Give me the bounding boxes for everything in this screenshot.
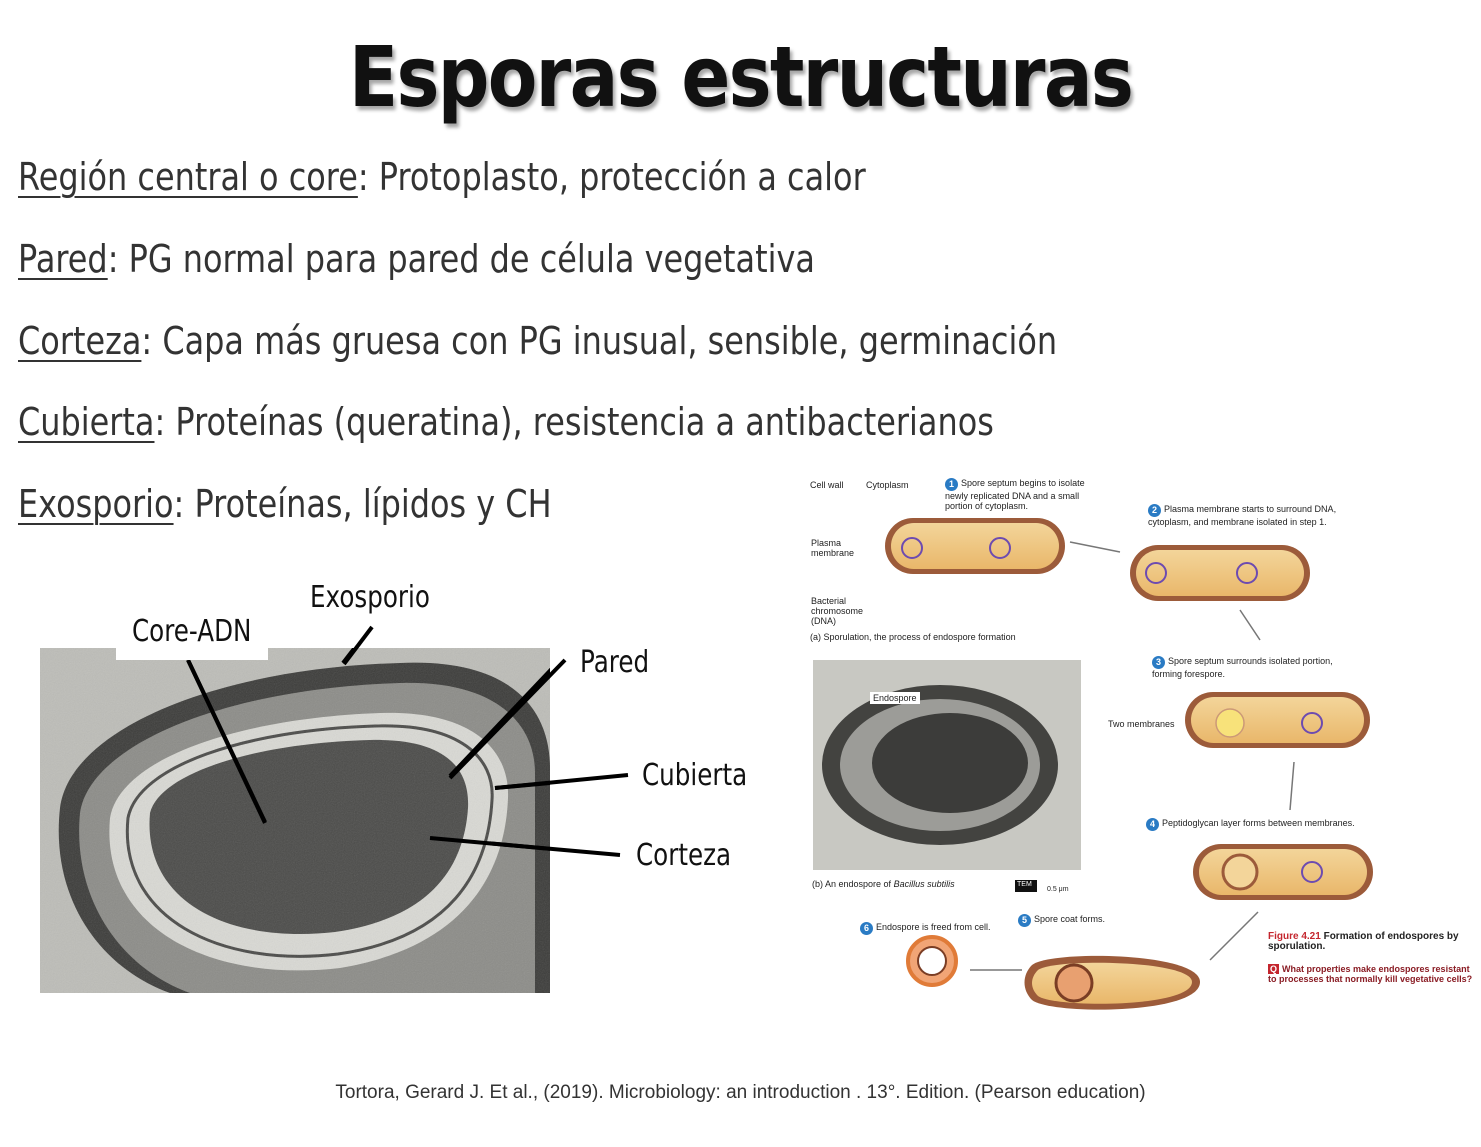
line-core: Región central o core: Protoplasto, prot… (18, 155, 866, 199)
label-pared: Pared (580, 645, 650, 680)
pointer-core-ext (186, 659, 267, 823)
fig-title: Formation of endospores by sporulation. (1268, 931, 1459, 952)
step-1-badge: 1 (945, 478, 958, 491)
slide-title: Esporas estructuras (348, 28, 1134, 126)
label-core-adn: Core-ADN (132, 614, 252, 649)
fig-label-cytoplasm: Cytoplasm (866, 480, 909, 490)
term-cubierta: Cubierta (18, 400, 155, 444)
fig-label-cell-wall: Cell wall (810, 480, 844, 490)
fig-caption-b-prefix: (b) An endospore of (812, 879, 894, 889)
step-5-text: Spore coat forms. (1034, 914, 1106, 924)
step-4-badge: 4 (1146, 818, 1159, 831)
label-corteza: Corteza (636, 838, 732, 873)
step-4-text: Peptidoglycan layer forms between membra… (1162, 818, 1355, 828)
fig-scale-bar: 0.5 μm (1047, 886, 1069, 893)
citation: Tortora, Gerard J. Et al., (2019). Micro… (335, 1082, 1146, 1103)
label-cubierta: Cubierta (642, 758, 748, 793)
spore-micrograph (40, 648, 550, 993)
core-label-box (116, 612, 268, 660)
desc-cubierta: : Proteínas (queratina), resistencia a a… (154, 400, 994, 444)
pointer-exosporio-top (342, 625, 374, 666)
fig-tem-badge: TEM (1017, 881, 1032, 888)
pointer-extensions-2 (490, 773, 629, 857)
step-6-text: Endospore is freed from cell. (876, 922, 991, 932)
question-text: What properties make endospores resistan… (1268, 964, 1473, 984)
desc-exosporio: : Proteínas, lípidos y CH (173, 482, 552, 526)
label-exosporio: Exosporio (310, 580, 430, 615)
desc-corteza: : Capa más gruesa con PG inusual, sensib… (141, 319, 1058, 363)
line-pared: Pared: PG normal para pared de célula ve… (18, 237, 815, 281)
term-corteza: Corteza (18, 319, 142, 363)
term-exosporio: Exosporio (18, 482, 174, 526)
fig-caption-b: (b) An endospore of Bacillus subtilis (812, 879, 955, 889)
line-corteza: Corteza: Capa más gruesa con PG inusual,… (18, 319, 1057, 363)
step-1-text: Spore septum begins to isolate newly rep… (945, 478, 1085, 511)
fig-caption-b-species: Bacillus subtilis (893, 879, 955, 889)
step-3-text: Spore septum surrounds isolated portion,… (1152, 656, 1333, 679)
step-5-badge: 5 (1018, 914, 1031, 927)
term-pared: Pared (18, 237, 108, 281)
q-badge: Q (1268, 964, 1280, 974)
term-core: Región central o core (18, 155, 358, 199)
desc-core: : Protoplasto, protección a calor (357, 155, 866, 199)
line-cubierta: Cubierta: Proteínas (queratina), resiste… (18, 400, 994, 444)
fig-label-plasma-membrane: Plasma membrane (811, 538, 855, 558)
sporulation-figure (813, 518, 1373, 1010)
desc-pared: : PG normal para pared de célula vegetat… (107, 237, 815, 281)
step-2-badge: 2 (1148, 504, 1161, 517)
fig-label-endospore: Endospore (870, 692, 920, 704)
fig-caption-title: Figure 4.21 Formation of endospores by s… (1268, 932, 1480, 952)
step-2-text: Plasma membrane starts to surround DNA, … (1148, 504, 1337, 527)
fig-label-two-membranes: Two membranes (1108, 719, 1175, 729)
line-exosporio: Exosporio: Proteínas, lípidos y CH (18, 482, 552, 526)
fig-number: Figure 4.21 (1268, 931, 1321, 942)
step-3-badge: 3 (1152, 656, 1165, 669)
step-6-badge: 6 (860, 922, 873, 935)
pointer-extensions (448, 658, 567, 780)
fig-caption-a: (a) Sporulation, the process of endospor… (810, 632, 1016, 642)
fig-label-chromosome: Bacterial chromosome (DNA) (811, 596, 864, 626)
